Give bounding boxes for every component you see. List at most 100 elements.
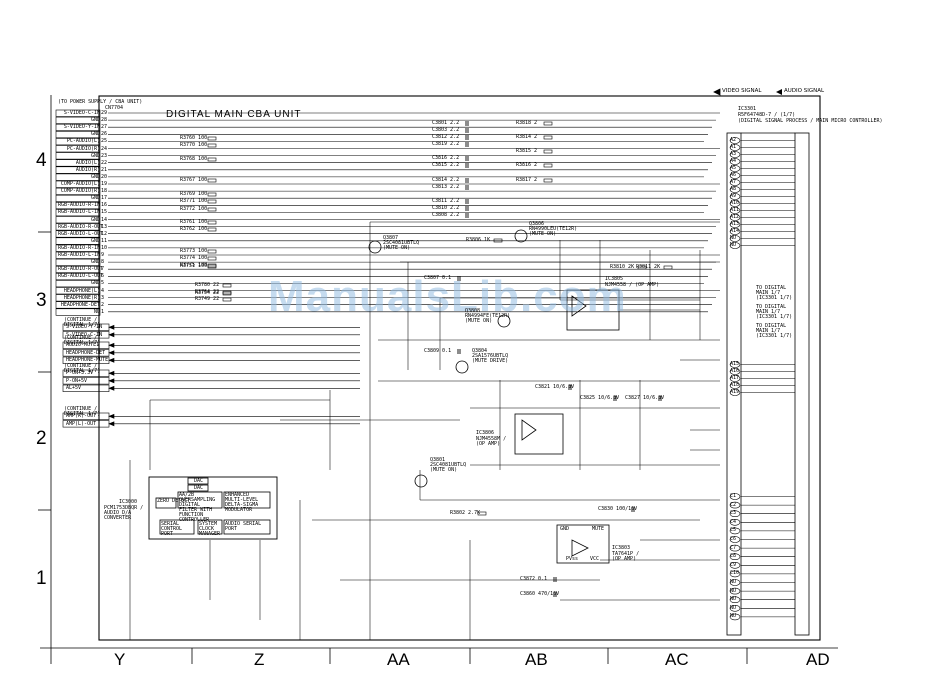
ic3301-pin-label: C7	[730, 544, 737, 551]
connector-pin: PC-AUDIO(L)	[66, 138, 100, 145]
ic3301-pin-label: NU	[730, 613, 737, 620]
connector-pin: AUDIO(R)	[75, 166, 100, 173]
signal-arrow	[108, 324, 115, 330]
ic3301-pin-label: A15	[730, 361, 740, 367]
capacitor-label: C3811 2.2	[432, 198, 460, 204]
q3808-label: Q3808 RN4994FE(TE12R) (MUTE ON)	[465, 308, 511, 324]
connector-pin-number: 18	[101, 188, 108, 195]
connector-pin-box	[55, 166, 101, 174]
capacitor-label: C3816 2.2	[432, 155, 460, 161]
signal-group-item: AMP(R)-OUT	[66, 413, 97, 419]
capacitor-label: C3825 10/6.3V	[580, 395, 620, 401]
ic3301-pin	[729, 235, 741, 242]
ic3301-pin-label: C2	[730, 501, 737, 508]
connector-pin-box	[55, 152, 101, 160]
connector-pin: COMP-AUDIO(L)	[60, 181, 100, 187]
ic3301-pin	[729, 361, 741, 368]
ic3000-block-dac-1: DAC	[194, 478, 204, 484]
ic3301-pin-label: A10	[730, 200, 740, 206]
capacitor-label: C3807 0.1	[424, 275, 452, 281]
connector-pin: GND	[90, 216, 100, 223]
ic3301-pin	[729, 527, 741, 535]
ic3301-pin	[729, 536, 741, 543]
ic3301-pin-label: C5	[730, 527, 737, 534]
connector-pin: NU	[93, 308, 100, 315]
connector-pin: S-VIDEO-Y-IN	[63, 124, 100, 131]
resistor-symbol	[543, 149, 553, 154]
connector-pin-number: 9	[101, 252, 105, 258]
ic3805-ref: IC3805	[605, 276, 624, 282]
resistor-label: R3775 100	[180, 262, 208, 268]
resistor-symbol	[207, 264, 217, 269]
ic3000-block-audio-port: AUDIO SERIAL PORT	[225, 521, 262, 532]
ic3301-pin	[729, 368, 741, 375]
connector-pin-box	[55, 180, 101, 188]
connector-pin: COMP-AUDIO(R)	[60, 188, 100, 195]
ic3806-desc: NJM4558M / (OP AMP)	[476, 436, 507, 447]
connector-pin-box	[55, 209, 101, 217]
ic3803-desc: TA7641P / (OP AMP)	[612, 551, 640, 562]
ic3301-pin	[729, 596, 741, 604]
connector-pin-box	[55, 287, 101, 295]
ic3301-pin	[729, 493, 741, 500]
connector-pin: GND	[90, 259, 100, 266]
connector-pin-number: 8	[101, 259, 105, 266]
ic3301-pin	[729, 570, 741, 578]
ic3301-pin-label: A6	[730, 172, 737, 178]
connector-pin-number: 26	[101, 131, 108, 138]
ic3301-pin-label: C1	[730, 493, 737, 499]
ic3301-note: R5F64748D-7 / (1/7)	[738, 112, 796, 118]
connector-pin-number: 22	[101, 159, 108, 166]
connector-pin-number: 2	[101, 301, 105, 308]
ic3301-pin-label: NU	[730, 579, 737, 585]
connector-pin: HEADPHONE(R)	[63, 294, 100, 301]
ic3301-pin	[729, 186, 741, 193]
resistor-symbol	[663, 265, 673, 270]
connector-pin-number: 1	[101, 308, 105, 315]
connector-pin: RGB-AUDIO-L-OUT	[58, 230, 104, 237]
zone-row-1: 1	[36, 568, 47, 589]
ic3301-pin	[729, 613, 741, 621]
legend-video-signal: VIDEO SIGNAL	[722, 88, 762, 94]
ic3301-pin-label: C6	[730, 536, 737, 542]
connector-pin-box	[55, 301, 101, 309]
capacitor-label: C3827 10/6.3V	[625, 395, 665, 401]
resistor-symbol	[207, 192, 217, 197]
right-note-2: TO DIGITAL MAIN 1/7 (IC3301 1/7)	[756, 304, 793, 320]
capacitor-label: C3860 470/16V	[520, 591, 560, 597]
resistor-symbol	[222, 290, 232, 295]
ic3301-pin	[729, 151, 741, 158]
ic3301-pin-label: A12	[730, 214, 740, 220]
signal-group-item: HEADPHONE-MUTE	[66, 357, 109, 363]
resistor-symbol	[207, 249, 217, 254]
ic3301-pin	[729, 207, 741, 214]
connector-pin-number: 12	[101, 230, 108, 237]
resistor-symbol	[207, 199, 217, 204]
signal-group-header: (CONTINUE / DIGITAL 1/7)	[64, 406, 101, 417]
ic3301-pin	[729, 158, 741, 165]
resistor-symbol	[477, 511, 487, 516]
connector-pin: GND	[90, 152, 100, 159]
connector-pin-box	[55, 265, 101, 274]
resistor-label: R3762 100	[180, 226, 208, 232]
signal-arrow	[108, 421, 115, 427]
ic3301-pin	[729, 200, 741, 207]
resistor-symbol	[543, 121, 553, 126]
ic3301-pin	[729, 242, 741, 249]
ic3301-pin	[729, 389, 741, 396]
ic3803-pin-vcc: VCC	[590, 556, 600, 562]
connector-pin-box	[55, 308, 101, 316]
connector-pin-number: 21	[101, 166, 108, 173]
right-note-3: TO DIGITAL MAIN 1/7 (IC3301 1/7)	[756, 323, 793, 339]
resistor-label: R3810 2K	[610, 264, 635, 270]
ic3301-pin-label: A9	[730, 193, 737, 199]
resistor-label: R3811 2K	[636, 264, 661, 270]
resistor-symbol	[543, 178, 553, 183]
connector-pin: HEADPHONE-DET	[60, 301, 100, 308]
signal-group-item: P-ON+5V	[66, 377, 88, 384]
ic3000-block-clock: SYSTEM CLOCK MANAGER	[199, 521, 221, 537]
resistor-symbol	[222, 291, 232, 296]
connector-pin-box	[55, 173, 101, 181]
resistor-label: R3773 100	[180, 248, 208, 254]
resistor-symbol	[207, 136, 217, 141]
